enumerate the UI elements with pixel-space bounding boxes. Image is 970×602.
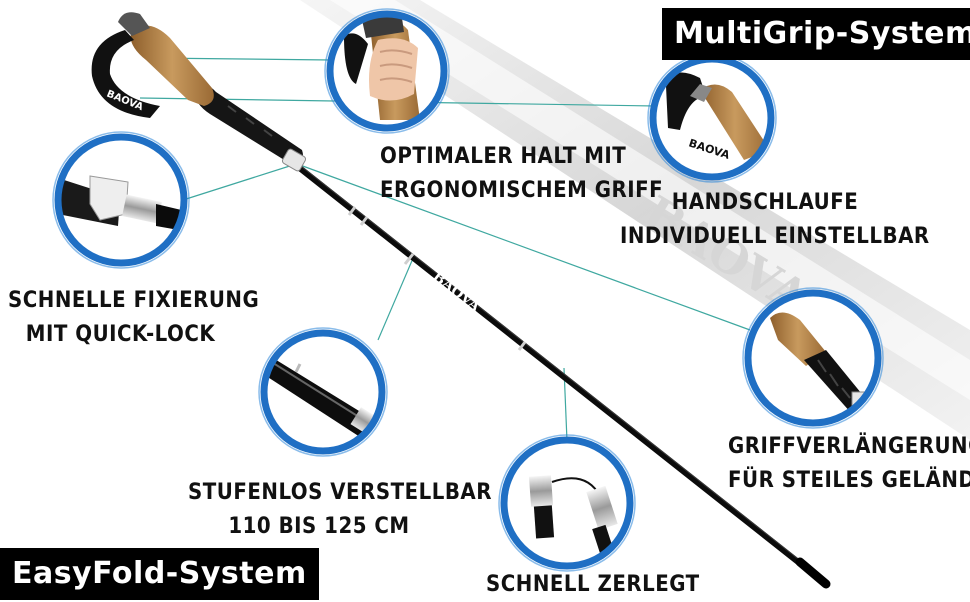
detail-circle-quick-lock [52,131,190,269]
callout-line-extension [299,164,751,331]
label-hand-strap: HANDSCHLAUFE INDIVIDUELL EINSTELLBAR [620,186,930,254]
detail-circle-adjustable [258,327,388,457]
multigrip-system-badge: MultiGrip-System [662,8,970,60]
trekking-pole: BAOVA BAOVA [91,12,831,589]
label-hand-strap-line-1: HANDSCHLAUFE [671,190,859,215]
label-optimal-grip-line-1: OPTIMALER HALT MIT [380,144,627,169]
label-grip-extension: GRIFFVERLÄNGERUNG FÜR STEILES GELÄNDE [728,430,970,498]
label-grip-extension-line-2: FÜR STEILES GELÄNDE [728,468,970,493]
pole-cork-grip [130,25,214,106]
label-hand-strap-line-2: INDIVIDUELL EINSTELLBAR [620,224,930,249]
label-quick-fold: SCHNELL ZERLEGT [486,568,700,602]
label-quick-lock-line-1: SCHNELLE FIXIERUNG [8,288,260,313]
pole-shaft [289,159,829,587]
pole-quick-lock [281,148,307,172]
callout-line-lock [182,163,297,201]
callout-line-adjust [377,255,415,341]
pole-wrist-strap [91,30,160,118]
label-optimal-grip-line-2: ERGONOMISCHEM GRIFF [380,178,664,203]
label-adjustable-length: STUFENLOS VERSTELLBAR 110 BIS 125 CM [188,476,492,544]
pole-grip-cap [118,12,150,36]
pole-segment-rings [347,206,527,351]
label-quick-lock: SCHNELLE FIXIERUNG MIT QUICK-LOCK [8,284,260,352]
label-adjustable-length-line-1: STUFENLOS VERSTELLBAR [188,480,492,505]
pole-brand-mark: BAOVA [430,269,484,316]
label-quick-fold-line-1: SCHNELL ZERLEGT [486,572,700,597]
pole-tip [795,557,831,589]
label-quick-lock-line-2: MIT QUICK-LOCK [25,322,216,347]
pole-foam-handle [194,84,303,166]
label-grip-extension-line-1: GRIFFVERLÄNGERUNG [728,434,970,459]
easyfold-system-badge: EasyFold-System [0,548,319,600]
detail-circle-fold [498,434,636,572]
label-adjustable-length-line-2: 110 BIS 125 CM [228,514,410,539]
detail-circle-grip-extension [742,287,884,429]
label-optimal-grip: OPTIMALER HALT MIT ERGONOMISCHEM GRIFF [380,140,664,208]
detail-circle-grip [324,8,450,134]
